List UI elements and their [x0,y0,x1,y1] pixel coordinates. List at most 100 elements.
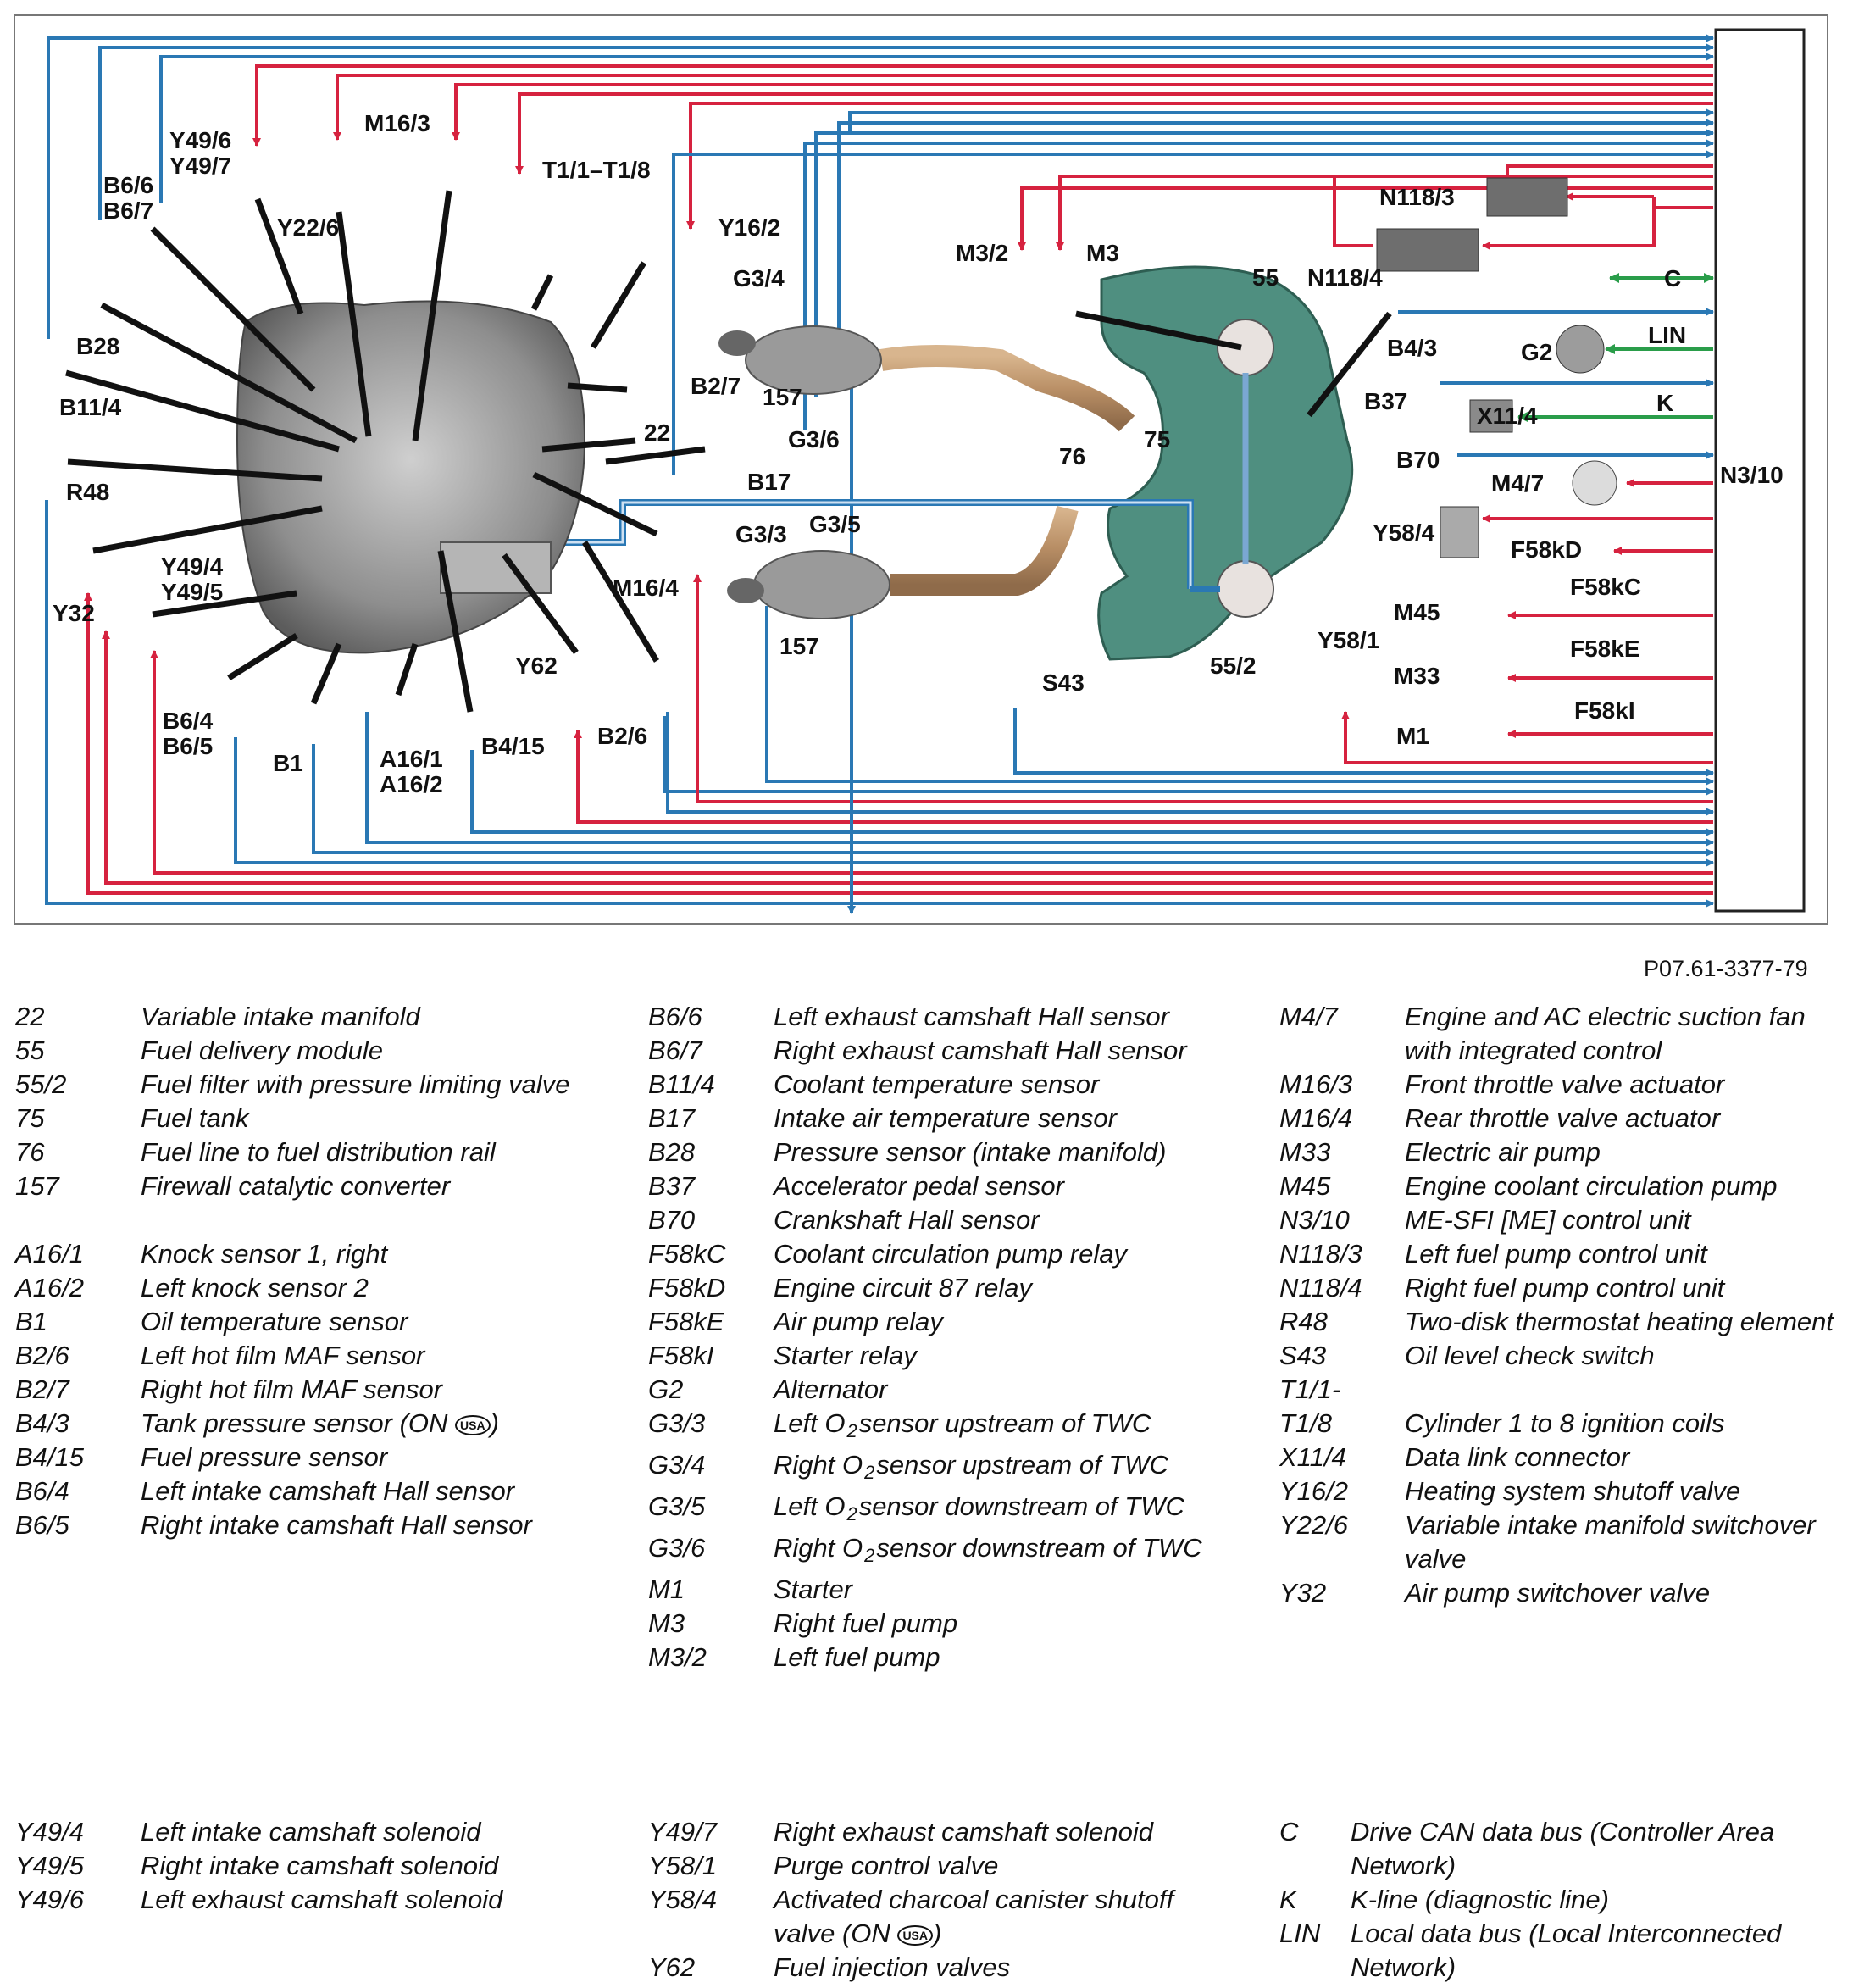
legend-desc: Right fuel pump [774,1608,958,1638]
legend-desc: Left exhaust camshaft Hall sensor [774,1002,1169,1031]
legend-code: Y49/7 [648,1817,718,1846]
legend-code: M3/2 [648,1642,707,1672]
legend-desc: Alternator [774,1374,888,1404]
label-b37: B37 [1364,388,1407,414]
legend-desc: Cylinder 1 to 8 ignition coils [1405,1408,1725,1438]
legend-code: 157 [15,1171,59,1201]
legend-desc: Front throttle valve actuator [1405,1069,1725,1099]
label-c: C [1664,265,1681,292]
legend-code: Y49/6 [15,1885,85,1914]
legend-code: Y58/1 [648,1851,718,1880]
leader-lines [65,190,1392,713]
legend-desc: Oil temperature sensor [141,1307,408,1336]
legend-code: G2 [648,1374,684,1404]
legend-code: Y58/4 [648,1885,718,1914]
legend-code: Y32 [1279,1578,1327,1608]
legend-desc: Left exhaust camshaft solenoid [141,1885,503,1914]
label-f58ki: F58kI [1574,697,1635,724]
label-22: 22 [644,419,670,446]
legend-code: T1/1- [1279,1374,1341,1404]
fuel-delivery-module [1217,319,1274,376]
legend-code: N118/4 [1279,1273,1362,1302]
legend-code: 22 [15,1002,45,1031]
legend-code: G3/3 [648,1408,706,1438]
legend-code: B4/15 [15,1442,85,1472]
label-y32: Y32 [53,600,95,626]
legend-code: B4/3 [15,1408,69,1438]
legend-desc: Engine circuit 87 relay [774,1273,1032,1302]
wiring-bottom [45,343,1714,914]
legend-desc: Oil level check switch [1405,1341,1655,1370]
label-157-top: 157 [763,384,802,410]
legend-code: B28 [648,1137,696,1167]
label-y58-4: Y58/4 [1373,519,1435,546]
label-b70: B70 [1396,447,1440,473]
label-m1: M1 [1396,723,1429,749]
legend-desc: Air pump switchover valve [1405,1578,1711,1608]
catalytic-converter-upper [745,325,882,395]
legend-desc: Fuel line to fuel distribution rail [141,1137,496,1167]
legend-code: M4/7 [1279,1002,1338,1031]
alternator [1556,325,1605,374]
legend-desc: Right O2sensor downstream of TWC [774,1533,1202,1566]
legend-desc: Engine coolant circulation pump [1405,1171,1778,1201]
legend-code [15,1203,141,1237]
exhaust-pipe-upper [879,345,1135,432]
suction-fan [1572,460,1617,506]
legend-code: N3/10 [1279,1205,1350,1235]
label-157-bottom: 157 [779,633,819,659]
fuel-filter [1217,560,1274,618]
usa-badge: USA [897,1924,933,1946]
legend-code: F58kD [648,1273,726,1302]
control-unit-box [1714,28,1806,913]
charcoal-valve [1440,506,1479,558]
fuel-tank-shape [1097,265,1354,661]
legend-desc: Purge control valve [774,1851,999,1880]
label-m4-7: M4/7 [1491,470,1544,497]
legend-desc: Left intake camshaft solenoid [141,1817,481,1846]
label-t1: T1/1–T1/8 [542,157,651,183]
legend-code: B37 [648,1171,696,1201]
legend-code: B11/4 [648,1069,715,1099]
label-lin: LIN [1648,322,1686,348]
legend-code: B2/7 [15,1374,69,1404]
legend-desc: Variable intake manifold switchover valv… [1405,1510,1816,1574]
label-y22-6: Y22/6 [277,214,339,241]
legend-row [15,1203,608,1237]
label-g3-3: G3/3 [735,521,787,547]
legend-code: G3/4 [648,1450,706,1480]
label-n3-10: N3/10 [1720,462,1784,488]
legend-desc: Fuel tank [141,1103,249,1133]
legend-code: Y22/6 [1279,1510,1349,1540]
label-b1: B1 [273,750,303,776]
label-f58kc: F58kC [1570,574,1641,600]
legend-code: B6/7 [648,1036,702,1065]
legend-desc: Intake air temperature sensor [774,1103,1117,1133]
legend-desc: Coolant temperature sensor [774,1069,1100,1099]
legend-desc: Activated charcoal canister shutoff valv… [774,1885,1174,1948]
legend-code: Y62 [648,1952,696,1982]
legend-code: B2/6 [15,1341,69,1370]
legend-desc: Right intake camshaft Hall sensor [141,1510,532,1540]
